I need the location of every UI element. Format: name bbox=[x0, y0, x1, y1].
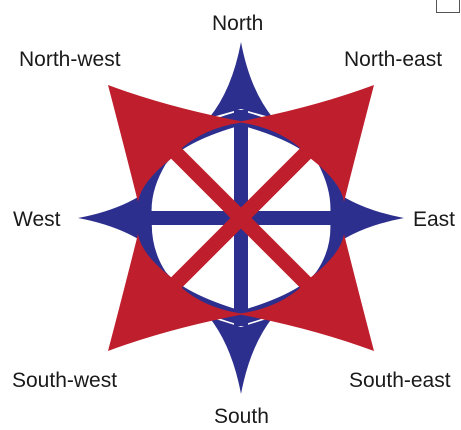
label-north-west: North-west bbox=[19, 49, 121, 70]
label-north: North bbox=[212, 13, 263, 34]
label-south: South bbox=[214, 406, 269, 427]
south-point bbox=[209, 317, 273, 394]
label-south-east: South-east bbox=[349, 370, 451, 391]
label-east: East bbox=[413, 209, 455, 230]
label-south-west: South-west bbox=[12, 370, 117, 391]
corner-frame bbox=[436, 0, 460, 13]
label-north-east: North-east bbox=[344, 49, 442, 70]
label-west: West bbox=[13, 209, 60, 230]
north-point bbox=[209, 42, 273, 118]
